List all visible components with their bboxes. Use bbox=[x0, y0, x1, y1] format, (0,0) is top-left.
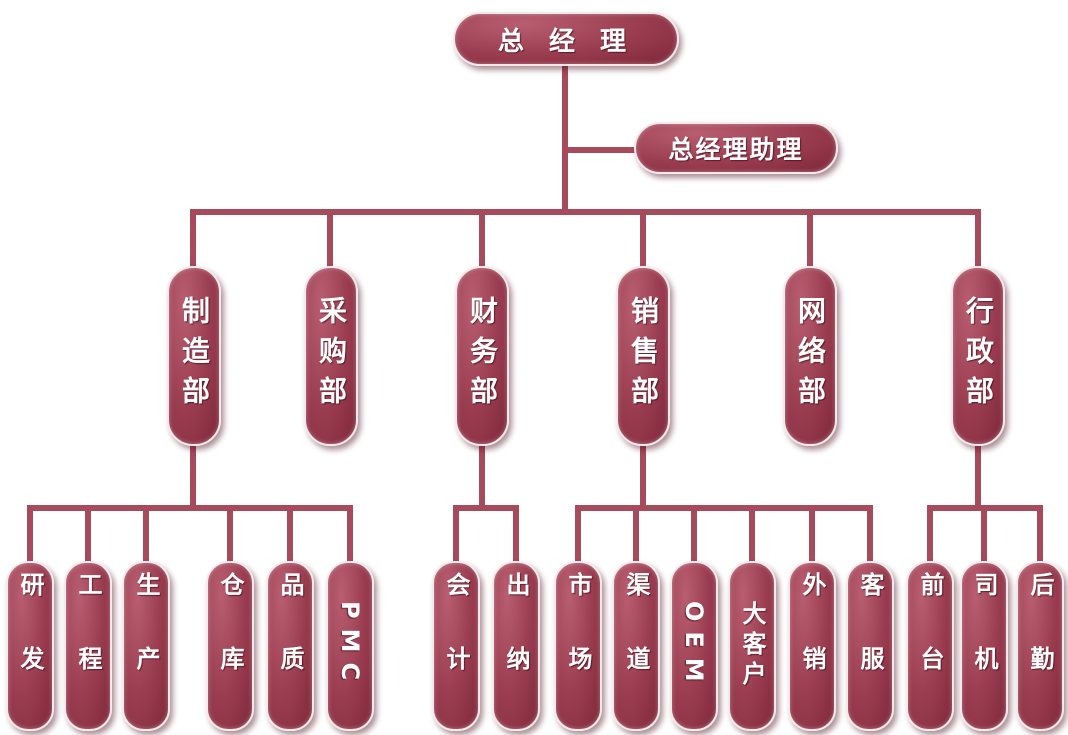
node-market: 市场 bbox=[554, 561, 602, 731]
node-accounting: 会计 bbox=[432, 561, 480, 731]
node-rnd: 研发 bbox=[6, 561, 54, 731]
node-network-dept-label: 网络部 bbox=[794, 296, 827, 416]
node-channel-label: 渠道 bbox=[622, 572, 650, 720]
node-front-desk: 前台 bbox=[906, 561, 954, 731]
node-engineering: 工程 bbox=[64, 561, 112, 731]
node-cashier-label: 出纳 bbox=[502, 572, 530, 720]
node-admin-dept: 行政部 bbox=[951, 266, 1005, 446]
node-admin-dept-label: 行政部 bbox=[962, 296, 995, 416]
node-key-account-label: 大客户 bbox=[738, 601, 766, 691]
node-general-manager: 总 经 理 bbox=[453, 12, 679, 66]
node-key-account: 大客户 bbox=[728, 561, 776, 731]
node-logistics-label: 后勤 bbox=[1026, 572, 1054, 720]
node-export-sales: 外销 bbox=[788, 561, 836, 731]
node-pmc: PMC bbox=[326, 561, 374, 731]
node-customer-service-label: 客服 bbox=[856, 572, 884, 720]
node-oem-label: OEM bbox=[680, 600, 708, 692]
node-sales-dept-label: 销售部 bbox=[627, 296, 660, 416]
node-channel: 渠道 bbox=[612, 561, 660, 731]
node-engineering-label: 工程 bbox=[74, 572, 102, 720]
node-logistics: 后勤 bbox=[1016, 561, 1064, 731]
node-warehouse: 仓库 bbox=[206, 561, 254, 731]
node-quality: 品质 bbox=[266, 561, 314, 731]
node-pmc-label: PMC bbox=[336, 601, 364, 691]
node-production: 生产 bbox=[122, 561, 170, 731]
node-oem: OEM bbox=[670, 561, 718, 731]
node-network-dept: 网络部 bbox=[783, 266, 837, 446]
node-production-label: 生产 bbox=[132, 572, 160, 720]
node-quality-label: 品质 bbox=[276, 572, 304, 720]
node-rnd-label: 研发 bbox=[16, 572, 44, 720]
node-purchasing-dept: 采购部 bbox=[304, 266, 358, 446]
node-manufacturing-dept: 制造部 bbox=[167, 266, 221, 446]
node-gm-assistant: 总经理助理 bbox=[634, 122, 838, 174]
node-sales-dept: 销售部 bbox=[616, 266, 670, 446]
node-general-manager-label: 总 经 理 bbox=[497, 26, 635, 57]
node-finance-dept: 财务部 bbox=[455, 266, 509, 446]
node-market-label: 市场 bbox=[564, 572, 592, 720]
node-accounting-label: 会计 bbox=[442, 572, 470, 720]
node-customer-service: 客服 bbox=[846, 561, 894, 731]
node-purchasing-dept-label: 采购部 bbox=[315, 296, 348, 416]
node-manufacturing-dept-label: 制造部 bbox=[178, 296, 211, 416]
node-front-desk-label: 前台 bbox=[916, 572, 944, 720]
node-gm-assistant-label: 总经理助理 bbox=[668, 135, 804, 164]
node-cashier: 出纳 bbox=[492, 561, 540, 731]
node-finance-dept-label: 财务部 bbox=[466, 296, 499, 416]
node-driver: 司机 bbox=[960, 561, 1008, 731]
node-driver-label: 司机 bbox=[970, 572, 998, 720]
node-warehouse-label: 仓库 bbox=[216, 572, 244, 720]
node-export-sales-label: 外销 bbox=[798, 572, 826, 720]
